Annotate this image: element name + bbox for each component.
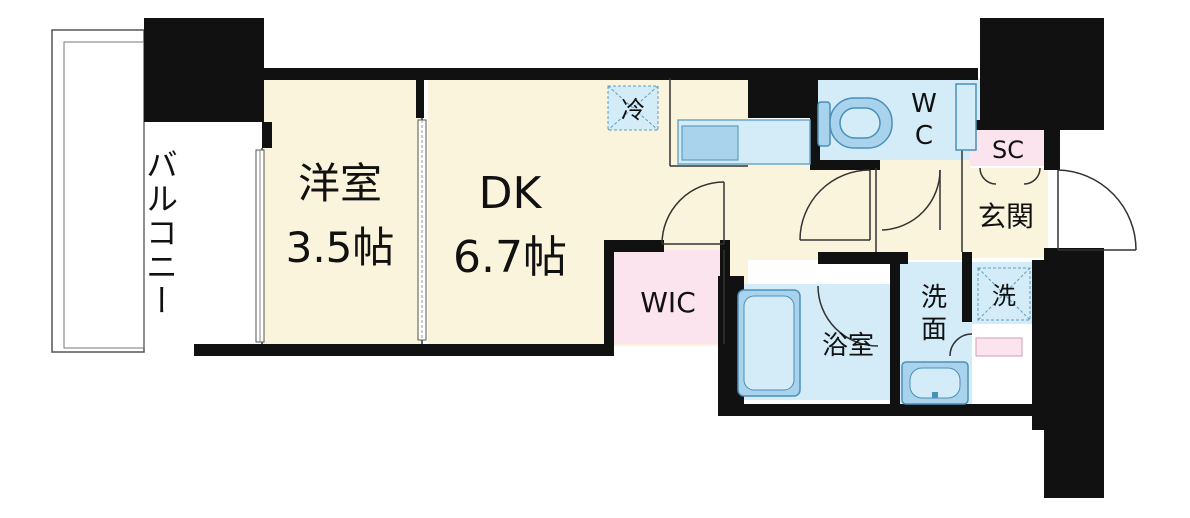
- wc-label-line2: C: [915, 121, 933, 151]
- western-room-size: 3.5帖: [286, 223, 395, 272]
- dk-size: 6.7帖: [453, 232, 567, 283]
- wic-label: WIC: [640, 286, 696, 319]
- wc-label-line1: W: [911, 89, 937, 119]
- storage-shelf: [975, 337, 1023, 357]
- hall-floor: [720, 160, 970, 260]
- sliding-doors: [255, 119, 427, 343]
- entrance-floor: [968, 168, 1048, 258]
- walls: [144, 18, 1104, 498]
- dk-name: DK: [479, 168, 543, 219]
- washroom-label-line1: 洗: [921, 283, 947, 313]
- balcony-label: バルコニー: [141, 148, 179, 318]
- wic-floor: [612, 250, 724, 344]
- fridge-label: 冷: [621, 96, 645, 124]
- western-room-floor: [262, 78, 422, 346]
- bathroom-label: 浴室: [822, 331, 874, 361]
- shoe-closet-floor: [970, 130, 1046, 166]
- washer-space: [977, 267, 1031, 321]
- shoe-closet-label: SC: [992, 136, 1024, 164]
- balcony-area: [51, 29, 145, 353]
- western-room-name: 洋室: [298, 159, 382, 208]
- entrance-label: 玄関: [978, 200, 1034, 233]
- bathtub-icon: [737, 289, 801, 397]
- washer-label: 洗: [992, 282, 1016, 310]
- washbasin-icon: [901, 361, 969, 405]
- swing-doors: [661, 167, 1137, 357]
- washroom-label-line2: 面: [921, 315, 947, 345]
- toilet-icon: [817, 83, 977, 151]
- fridge-space: [607, 85, 659, 131]
- kitchen-counter: [677, 119, 811, 165]
